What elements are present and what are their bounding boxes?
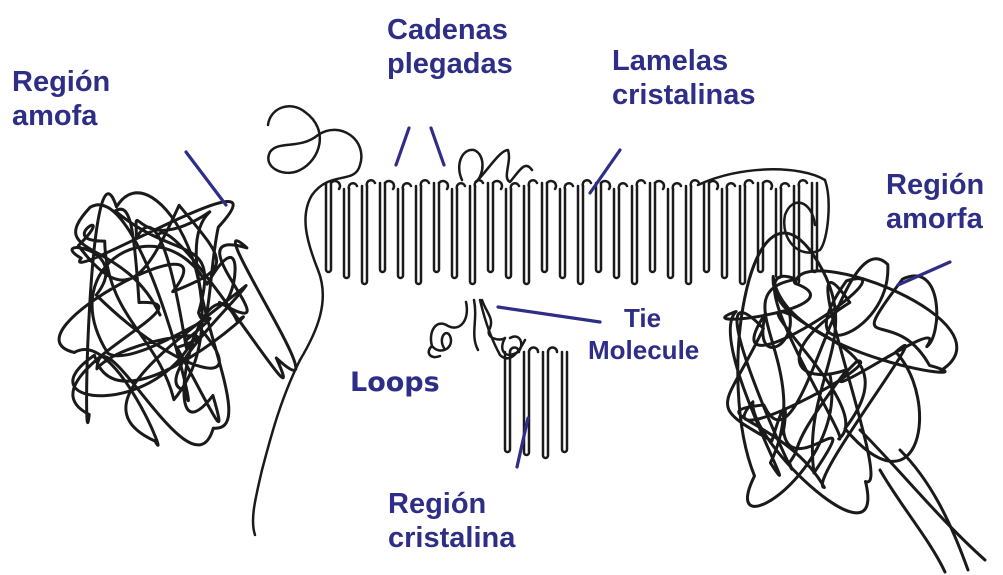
lamella-top-fold <box>416 186 421 284</box>
lamella-bottom-top-fold <box>548 348 557 353</box>
lamella-top-fold <box>380 183 385 272</box>
lamella-top-top-fold <box>367 180 375 186</box>
lamella-bottom-fold <box>505 352 510 452</box>
lamella-top-fold <box>614 189 619 278</box>
lamella-top-fold <box>632 186 637 284</box>
pointer-region-amofa <box>186 152 226 205</box>
lamella-top-top-fold <box>565 183 573 189</box>
chain-top-squiggle <box>459 150 532 182</box>
lamella-top-top-fold <box>583 180 591 186</box>
amorphous-left-chain <box>59 193 296 445</box>
label-region-amorfa: Región amorfa <box>886 168 984 236</box>
label-lamelas-cristalinas-line2: cristalinas <box>612 78 755 112</box>
lamella-top-top-fold <box>709 181 718 189</box>
lamella-top-fold <box>434 183 439 272</box>
lamella-top-top-fold <box>403 183 411 189</box>
lamella-top-fold <box>362 186 367 284</box>
amorphous-region-left <box>59 193 296 445</box>
lamella-top-top-fold <box>511 183 519 189</box>
lamella-top-top-fold <box>475 180 483 186</box>
lamella-top-top-fold <box>385 181 394 189</box>
lamella-top-fold <box>470 186 475 284</box>
pointer-lamelas-cristalinas <box>590 150 620 193</box>
lamella-top-top-fold <box>655 181 664 189</box>
amorphous-region-right <box>725 233 985 572</box>
label-tie-molecule: Tie Molecule <box>588 302 699 366</box>
pointer-cadenas-plegadas-right <box>431 128 444 165</box>
pointer-cadenas-plegadas-left <box>396 128 409 165</box>
label-cadenas-plegadas: Cadenas plegadas <box>387 13 513 81</box>
lamella-top-fold <box>794 186 799 284</box>
lamella-top-top-fold <box>331 181 340 189</box>
lamella-top-fold <box>758 183 763 272</box>
pointer-region-cristalina <box>517 418 528 467</box>
label-region-amorfa-line2: amorfa <box>886 202 984 236</box>
lamella-top-fold <box>560 189 565 278</box>
lamella-top-fold <box>542 183 547 272</box>
lamella-top-fold <box>704 183 709 272</box>
label-region-cristalina-line1: Región <box>388 487 515 521</box>
label-lamelas-cristalinas: Lamelas cristalinas <box>612 44 755 112</box>
lamella-top-fold <box>452 189 457 278</box>
lamella-top-top-fold <box>619 183 627 189</box>
loops-cluster <box>429 302 467 357</box>
chain-left-loop <box>268 106 361 360</box>
label-region-cristalina-line2: cristalina <box>388 521 515 555</box>
label-tie-molecule-line2: Molecule <box>588 334 699 366</box>
lamella-top-fold <box>398 189 403 278</box>
lamella-top-top-fold <box>529 180 537 186</box>
lamella-bottom-top-fold <box>529 348 538 353</box>
lamella-top-top-fold <box>763 181 772 189</box>
lamella-bottom-fold <box>562 352 567 452</box>
lamella-top-fold <box>650 183 655 272</box>
lamella-bottom-fold <box>543 352 548 458</box>
lamella-top-top-fold <box>601 181 610 189</box>
lamella-top-top-fold <box>493 181 502 189</box>
lamella-top-fold <box>722 189 727 278</box>
label-region-amofa-line1: Región <box>12 65 110 99</box>
lamella-top-fold <box>326 183 331 272</box>
crystalline-lamella-bottom <box>505 348 567 459</box>
label-cadenas-plegadas-line1: Cadenas <box>387 13 513 47</box>
lamella-top-top-fold <box>421 180 429 186</box>
lamella-top-fold <box>668 189 673 278</box>
label-region-amofa: Región amofa <box>12 65 110 133</box>
lamella-top-fold <box>686 186 691 284</box>
lamella-top-fold <box>596 183 601 272</box>
lamella-top-top-fold <box>349 183 357 189</box>
label-tie-molecule-line1: Tie <box>588 302 699 334</box>
pointer-region-amorfa <box>898 262 950 285</box>
lamella-top-top-fold <box>745 180 753 186</box>
lamella-top-fold <box>524 186 529 284</box>
pointer-tie-molecule <box>498 307 600 322</box>
lamella-top-top-fold <box>457 183 465 189</box>
label-region-amofa-line2: amofa <box>12 99 110 133</box>
lamella-top-fold <box>488 183 493 272</box>
label-region-amorfa-line1: Región <box>886 168 984 202</box>
lamella-top-top-fold <box>781 183 789 189</box>
chain-bottom-left <box>253 360 300 535</box>
label-cadenas-plegadas-line2: plegadas <box>387 47 513 81</box>
lamella-top-top-fold <box>799 180 807 186</box>
lamella-top-fold <box>506 189 511 278</box>
lamella-top-fold <box>740 186 745 284</box>
crystalline-lamella-top <box>326 180 817 284</box>
label-region-cristalina: Región cristalina <box>388 487 515 555</box>
lamella-top-fold <box>578 186 583 284</box>
lamella-top-fold <box>344 189 349 278</box>
lamella-top-top-fold <box>439 181 448 189</box>
label-lamelas-cristalinas-line1: Lamelas <box>612 44 755 78</box>
label-loops: Loops <box>350 366 440 400</box>
lamella-top-top-fold <box>637 180 645 186</box>
lamella-top-top-fold <box>727 183 735 189</box>
amorphous-right-tail <box>860 430 985 560</box>
lamella-top-top-fold <box>673 183 681 189</box>
lamella-top-top-fold <box>547 181 556 189</box>
label-loops-text: Loops <box>350 366 440 400</box>
